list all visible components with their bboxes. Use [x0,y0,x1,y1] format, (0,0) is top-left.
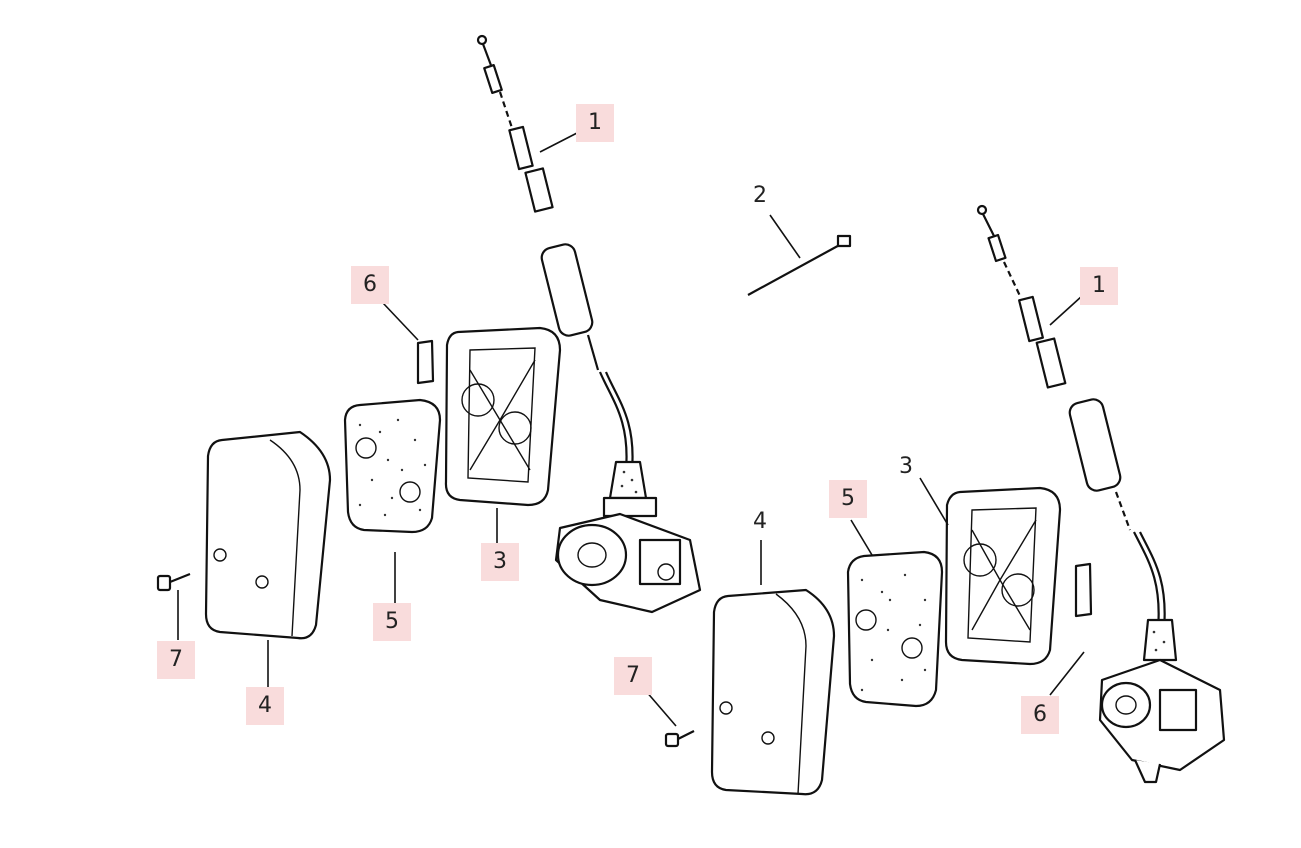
callout-right-5[interactable]: 5 [829,480,867,518]
left-gasket[interactable] [416,339,435,385]
callout-left-4[interactable]: 4 [246,687,284,725]
callout-left-6[interactable]: 6 [351,266,389,304]
right-filter-cover[interactable] [710,588,836,796]
right-filter-housing[interactable] [944,486,1062,666]
right-sponge-filter[interactable] [846,550,944,708]
callout-right-3[interactable]: 3 [899,454,913,479]
callout-right-4[interactable]: 4 [753,509,767,534]
callout-left-3[interactable]: 3 [481,543,519,581]
left-screw[interactable] [156,572,191,592]
right-screw[interactable] [664,730,695,748]
right-throttle-cable[interactable] [976,204,1166,631]
left-filter-cover[interactable] [204,430,332,640]
callout-left-5[interactable]: 5 [373,603,411,641]
callout-left-7[interactable]: 7 [157,641,195,679]
left-carburetor[interactable] [554,460,702,614]
right-carburetor[interactable] [1098,618,1226,784]
callout-center-2[interactable]: 2 [753,183,767,208]
leader-lines [177,132,1085,727]
left-throttle-cable[interactable] [476,34,634,471]
callout-right-7[interactable]: 7 [614,657,652,695]
callout-right-1[interactable]: 1 [1080,267,1118,305]
right-gasket[interactable] [1074,562,1093,618]
left-filter-housing[interactable] [444,326,562,507]
callout-left-1[interactable]: 1 [576,104,614,142]
callout-right-6[interactable]: 6 [1021,696,1059,734]
cable-tie[interactable] [747,234,852,296]
left-sponge-filter[interactable] [343,398,442,534]
